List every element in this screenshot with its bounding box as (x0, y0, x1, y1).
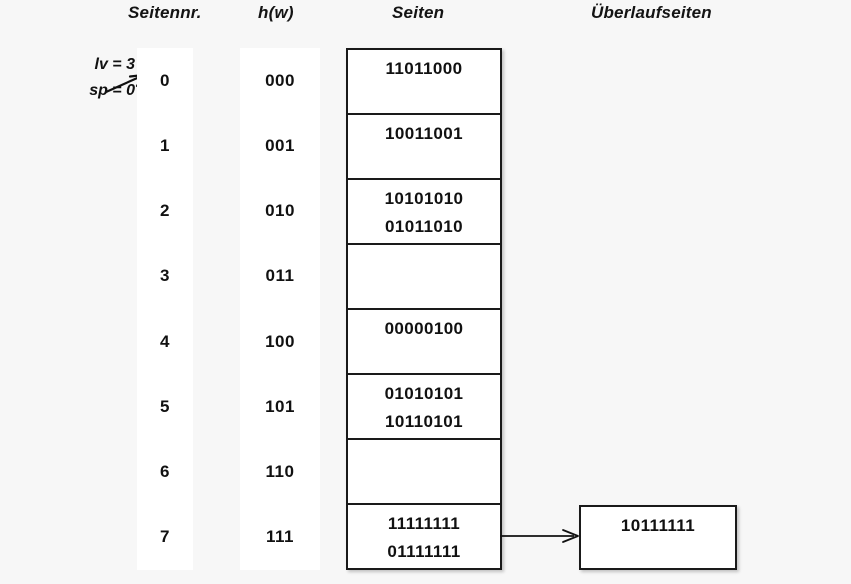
seitennr-cell: 2 (160, 201, 170, 221)
seitennr-cell: 6 (160, 462, 170, 482)
hw-cell: 011 (265, 266, 295, 286)
seitennr-cell: 7 (160, 527, 170, 547)
seitennr-cell: 0 (160, 70, 170, 90)
page-bucket (348, 440, 500, 505)
hw-cell: 010 (265, 201, 295, 221)
page-entry: 10011001 (385, 124, 463, 143)
seitennr-cell: 1 (160, 135, 170, 155)
column-header-seiten: Seiten (392, 3, 445, 22)
hw-column: 000 001 010 011 100 101 110 111 (240, 48, 320, 570)
page-bucket: 10101010 01011010 (348, 180, 500, 245)
page-bucket: 11011000 (348, 50, 500, 115)
seitennr-column-background (137, 48, 193, 570)
param-sp: sp = 0 (89, 82, 135, 99)
hw-column-background (240, 48, 320, 570)
page-entry: 10110101 (385, 412, 463, 431)
hw-cell: 000 (265, 70, 295, 90)
hw-cell: 111 (266, 527, 294, 547)
page-bucket: 01010101 10110101 (348, 375, 500, 440)
hw-cell: 110 (265, 462, 295, 482)
page-bucket: 10011001 (348, 115, 500, 180)
hw-cell: 100 (265, 331, 295, 351)
seitennr-cell: 3 (160, 266, 170, 286)
param-lv: lv = 3 (94, 56, 135, 73)
page-entry: 01011010 (385, 217, 463, 236)
page-entry: 10111111 (620, 516, 696, 535)
seitennr-cell: 5 (160, 396, 170, 416)
page-entry: 00000100 (384, 319, 464, 338)
page-entry: 11111111 (387, 514, 461, 533)
page-entry: 01010101 (384, 384, 464, 403)
seitennr-column: 0 1 2 3 4 5 6 7 (137, 48, 193, 570)
page-bucket (348, 245, 500, 310)
page-entry: 01111111 (387, 542, 461, 561)
page-entry: 11011000 (385, 59, 463, 78)
column-header-seitennr: Seitennr. (128, 3, 202, 22)
arrow-right-icon (500, 529, 579, 543)
hw-cell: 101 (265, 396, 295, 416)
pages-table: 11011000 10011001 10101010 01011010 00000… (346, 48, 502, 570)
page-bucket: 00000100 (348, 310, 500, 375)
parameter-annotation: lv = 3 sp = 0 (40, 52, 135, 104)
column-header-hw: h(w) (258, 3, 294, 22)
overflow-page-box: 10111111 (579, 505, 737, 570)
seitennr-cell: 4 (160, 331, 170, 351)
page-entry: 10101010 (384, 189, 464, 208)
page-bucket: 11111111 01111111 (348, 505, 500, 568)
column-header-ueberlaufseiten: Überlaufseiten (591, 3, 712, 22)
hw-cell: 001 (265, 135, 295, 155)
